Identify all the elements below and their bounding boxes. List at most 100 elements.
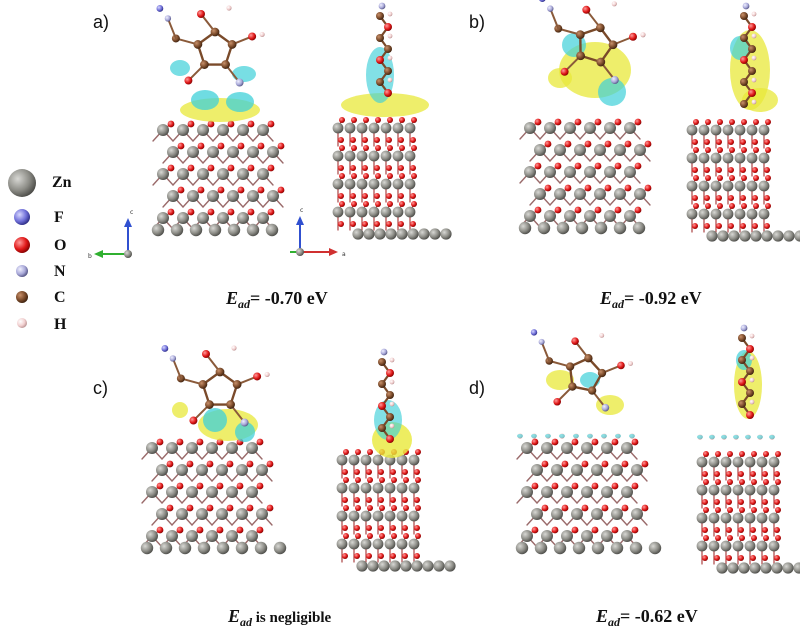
- substituent-atom: [189, 416, 198, 425]
- zinc-atom: [236, 508, 248, 520]
- oxygen-atom: [714, 499, 720, 505]
- oxygen-atom: [715, 507, 721, 513]
- oxygen-atom: [702, 471, 708, 477]
- oxygen-atom: [753, 147, 759, 153]
- zinc-atom: [368, 206, 380, 218]
- oxygen-atom: [237, 142, 245, 150]
- oxygen-atom: [716, 223, 722, 229]
- oxygen-atom: [410, 221, 416, 227]
- oxygen-atom: [350, 137, 356, 143]
- carbon-atom: [193, 40, 203, 49]
- oxygen-atom: [343, 477, 349, 483]
- oxygen-atom: [715, 451, 721, 457]
- oxygen-atom: [740, 139, 746, 145]
- zinc-atom: [336, 482, 348, 494]
- zinc-atom: [534, 144, 546, 156]
- chain-atom: [746, 389, 754, 397]
- oxygen-atom: [367, 449, 373, 455]
- zinc-atom: [556, 221, 570, 235]
- zinc-atom: [156, 508, 168, 520]
- zinc-atom: [246, 442, 258, 454]
- zinc-atom: [564, 166, 576, 178]
- oxygen-atom: [386, 165, 392, 171]
- legend-label-n: N: [54, 263, 66, 280]
- substituent-atom: [553, 397, 562, 406]
- chain-atom: [386, 369, 394, 377]
- zinc-atom: [186, 530, 198, 542]
- oxygen-atom: [717, 147, 723, 153]
- oxygen-atom: [752, 139, 758, 145]
- zinc-atom: [360, 454, 372, 466]
- oxygen-atom: [387, 201, 393, 207]
- oxygen-atom: [741, 175, 747, 181]
- oxygen-atom: [728, 139, 734, 145]
- axis-label-c: c: [130, 209, 133, 216]
- zinc-atom: [708, 456, 720, 468]
- oxygen-atom: [354, 553, 360, 559]
- legend-label-f: F: [54, 209, 64, 226]
- zinc-atom: [632, 221, 646, 235]
- zinc-atom: [197, 168, 209, 180]
- zinc-atom: [564, 210, 576, 222]
- oxygen-atom: [775, 479, 781, 485]
- zinc-atom: [584, 166, 596, 178]
- zinc-atom: [146, 530, 158, 542]
- oxygen-atom: [750, 471, 756, 477]
- carbon-atom: [576, 51, 585, 61]
- oxygen-atom: [362, 221, 368, 227]
- oxygen-atom: [594, 118, 602, 126]
- zinc-atom: [396, 510, 408, 522]
- zinc-atom: [216, 464, 228, 476]
- zinc-atom: [553, 541, 567, 555]
- zinc-atom: [631, 508, 643, 520]
- zinc-atom: [574, 188, 586, 200]
- oxygen-atom: [342, 525, 348, 531]
- zinc-atom: [407, 228, 419, 240]
- oxygen-atom: [762, 527, 768, 533]
- zinc-atom: [372, 482, 384, 494]
- zinc-atom: [686, 180, 698, 192]
- oxygen-atom: [226, 460, 234, 468]
- legend-sphere-h: [17, 318, 27, 328]
- zinc-atom: [404, 178, 416, 190]
- oxygen-atom: [717, 119, 723, 125]
- chain-atom: [386, 413, 394, 421]
- oxygen-atom: [692, 139, 698, 145]
- zinc-atom: [348, 538, 360, 550]
- oxygen-atom: [390, 525, 396, 531]
- panel-d-structure: [515, 329, 662, 555]
- zinc-atom: [408, 538, 420, 550]
- zinc-atom: [584, 210, 596, 222]
- zinc-atom: [418, 228, 430, 240]
- zinc-atom: [732, 540, 744, 552]
- panel-b-side-structure: [686, 2, 800, 242]
- zinc-atom: [368, 122, 380, 134]
- oxygen-atom: [729, 203, 735, 209]
- zinc-atom: [237, 124, 249, 136]
- oxygen-atom: [414, 553, 420, 559]
- oxygen-atom: [378, 469, 384, 475]
- oxygen-atom: [739, 535, 745, 541]
- energy-value: = -0.62 eV: [620, 606, 698, 626]
- zinc-atom: [360, 482, 372, 494]
- oxygen-atom: [414, 525, 420, 531]
- oxygen-atom: [764, 195, 770, 201]
- zinc-atom: [758, 152, 770, 164]
- energy-symbol: E: [226, 288, 239, 308]
- zinc-atom: [744, 512, 756, 524]
- zinc-atom: [159, 541, 173, 555]
- energy-c: Ead is negligible: [228, 606, 331, 630]
- zinc-atom: [187, 190, 199, 202]
- zinc-atom: [537, 221, 551, 235]
- zinc-atom: [746, 124, 758, 136]
- oxygen-atom: [343, 533, 349, 539]
- energy-subscript: ad: [240, 615, 253, 629]
- hydrogen-atom: [751, 77, 757, 83]
- charge-density-lobe: [709, 435, 715, 439]
- zinc-atom: [710, 180, 722, 192]
- zinc-atom: [344, 178, 356, 190]
- oxygen-atom: [402, 553, 408, 559]
- hydrogen-atom: [751, 55, 757, 61]
- charge-density-lobe: [172, 402, 188, 418]
- hydrogen-atom: [387, 55, 393, 61]
